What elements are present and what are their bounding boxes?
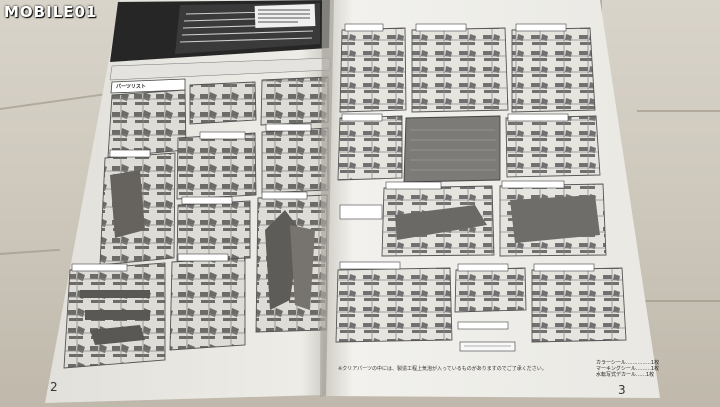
right-page-legend: カラーシール……………1枚 マーキングシール………1枚 水転写式デカール……1枚 xyxy=(596,360,659,378)
right-page-footnote: ※クリアパーツの中には、製造工程上気泡が入っているものがありますのでご了承くださ… xyxy=(338,366,547,372)
left-page-header-label: パーツリスト xyxy=(116,84,146,90)
legend-line: 水転写式デカール……1枚 xyxy=(596,372,655,378)
legend-line: カラーシール……………1枚 xyxy=(596,360,660,366)
left-page xyxy=(45,0,331,403)
tile-grout-line xyxy=(637,110,720,112)
watermark-logo: MOBILE01 xyxy=(4,3,98,21)
left-page-number: 2 xyxy=(50,380,58,394)
right-page-number: 3 xyxy=(618,383,626,397)
tile-grout-line xyxy=(630,300,720,302)
right-page xyxy=(326,0,660,398)
legend-line: マーキングシール………1枚 xyxy=(596,366,660,372)
